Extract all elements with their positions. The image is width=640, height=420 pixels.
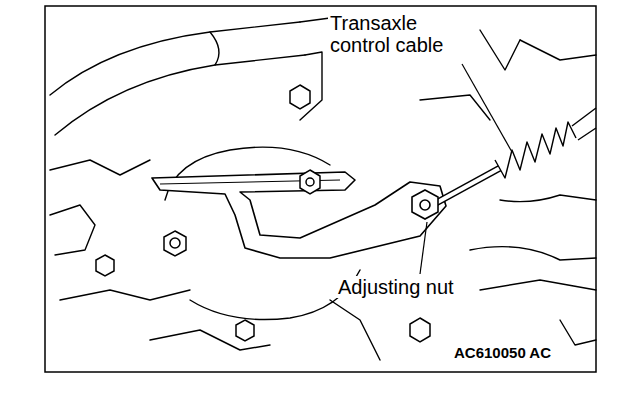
shift-lever bbox=[152, 172, 446, 258]
part-label: Transaxle control cable bbox=[328, 12, 472, 57]
figure-frame bbox=[45, 6, 596, 372]
figure-id: AC610050 AC bbox=[452, 345, 553, 362]
bolts bbox=[96, 85, 430, 342]
control-cable bbox=[436, 108, 596, 203]
leader-line bbox=[462, 64, 512, 152]
background-parts bbox=[50, 18, 596, 360]
adjusting-nut bbox=[412, 190, 438, 219]
leader-line bbox=[420, 222, 427, 274]
part-label: Adjusting nut bbox=[336, 276, 456, 298]
leader-lines bbox=[420, 64, 512, 274]
